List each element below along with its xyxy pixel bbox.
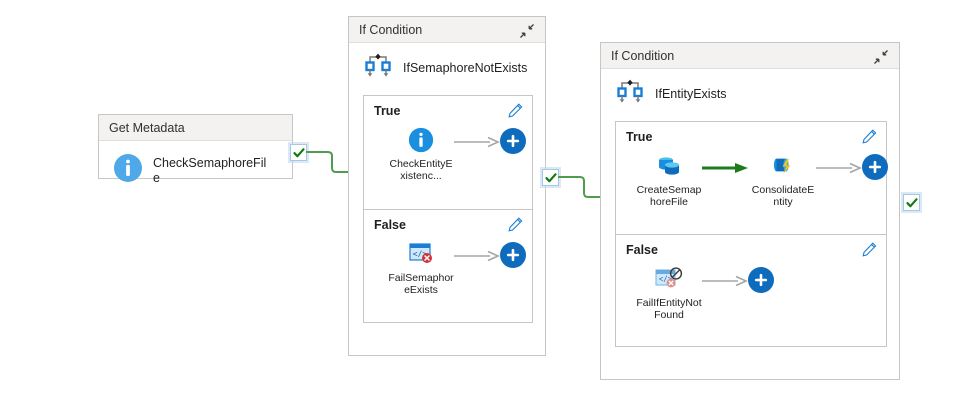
add-activity-button[interactable]	[862, 154, 888, 180]
if-condition-panel-2[interactable]: If Condition	[600, 42, 900, 380]
branch-false-2-label: False	[626, 243, 658, 257]
databricks-notebook-icon	[769, 152, 797, 180]
connector-grey-arrow	[454, 135, 500, 153]
if-condition-1-branches: True	[363, 95, 533, 323]
activity-label: CreateSemaphoreFile	[636, 184, 702, 208]
connector-state-3[interactable]	[903, 194, 920, 211]
activity-label: CheckEntityExistenc...	[388, 158, 454, 182]
get-metadata-title: Get Metadata	[109, 115, 185, 141]
copy-data-icon	[655, 152, 683, 180]
activity-card-get-metadata[interactable]: Get Metadata CheckSemaphoreFile	[98, 114, 293, 179]
if-condition-icon	[615, 78, 645, 111]
connector-green-arrow	[702, 161, 750, 179]
if-condition-1-title: If Condition	[359, 17, 422, 43]
activity-create-semaphore-file[interactable]: CreateSemaphoreFile	[636, 152, 702, 208]
success-check-icon	[906, 197, 918, 209]
if-condition-2-branches: True	[615, 121, 887, 347]
success-check-icon	[293, 147, 305, 159]
connector-state-2[interactable]	[542, 169, 559, 186]
if-condition-2-node[interactable]: IfEntityExists	[601, 69, 899, 117]
expand-collapse-icon[interactable]	[873, 48, 889, 64]
if-condition-1-header: If Condition	[349, 17, 545, 43]
success-check-icon	[545, 172, 557, 184]
branch-true-1[interactable]: True	[364, 96, 532, 209]
branch-true-2-label: True	[626, 130, 652, 144]
if-condition-2-name: IfEntityExists	[655, 87, 727, 102]
branch-false-2[interactable]: False </>	[616, 234, 886, 346]
activity-label: CheckSemaphoreFile	[153, 156, 273, 186]
branch-true-1-label: True	[374, 104, 400, 118]
add-activity-button[interactable]	[500, 242, 526, 268]
pencil-icon[interactable]	[508, 103, 523, 118]
connector-state-1[interactable]	[290, 144, 307, 161]
get-metadata-header: Get Metadata	[99, 115, 292, 141]
branch-true-2[interactable]: True	[616, 122, 886, 234]
branch-true-2-flow: CreateSemaphoreFile	[616, 122, 886, 218]
if-condition-1-name: IfSemaphoreNotExists	[403, 61, 527, 76]
if-condition-2-header: If Condition	[601, 43, 899, 69]
pencil-icon[interactable]	[862, 242, 877, 257]
activity-check-semaphore-file[interactable]: CheckSemaphoreFile	[99, 141, 292, 202]
add-activity-button[interactable]	[748, 267, 774, 293]
if-condition-icon	[363, 52, 393, 85]
connector-grey-arrow	[454, 249, 500, 267]
if-condition-1-node[interactable]: IfSemaphoreNotExists	[349, 43, 545, 91]
branch-false-1-label: False	[374, 218, 406, 232]
info-circle-icon	[408, 126, 434, 154]
add-activity-button[interactable]	[500, 128, 526, 154]
activity-label: FailSemaphoreExists	[388, 272, 454, 296]
pencil-icon[interactable]	[508, 217, 523, 232]
activity-label: FailIfEntityNotFound	[636, 297, 702, 321]
activity-fail-if-entity-not-found[interactable]: </> FailIfEntityNotFound	[636, 265, 702, 321]
activity-consolidate-entity[interactable]: ConsolidateEntity	[750, 152, 816, 208]
info-circle-icon	[113, 153, 143, 188]
activity-fail-semaphore-exists[interactable]: </> FailSemaphoreExists	[388, 240, 454, 296]
expand-collapse-icon[interactable]	[519, 22, 535, 38]
fail-web-activity-icon-disabled: </>	[654, 265, 684, 293]
if-condition-panel-1[interactable]: If Condition	[348, 16, 546, 356]
fail-web-activity-icon: </>	[407, 240, 435, 268]
get-metadata-body: CheckSemaphoreFile	[99, 141, 292, 202]
connector-grey-arrow	[702, 274, 748, 292]
if-condition-2-title: If Condition	[611, 43, 674, 69]
branch-false-1[interactable]: False </>	[364, 209, 532, 322]
pencil-icon[interactable]	[862, 129, 877, 144]
activity-label: ConsolidateEntity	[750, 184, 816, 208]
activity-check-entity-existence[interactable]: CheckEntityExistenc...	[388, 126, 454, 182]
connector-grey-arrow	[816, 161, 862, 179]
